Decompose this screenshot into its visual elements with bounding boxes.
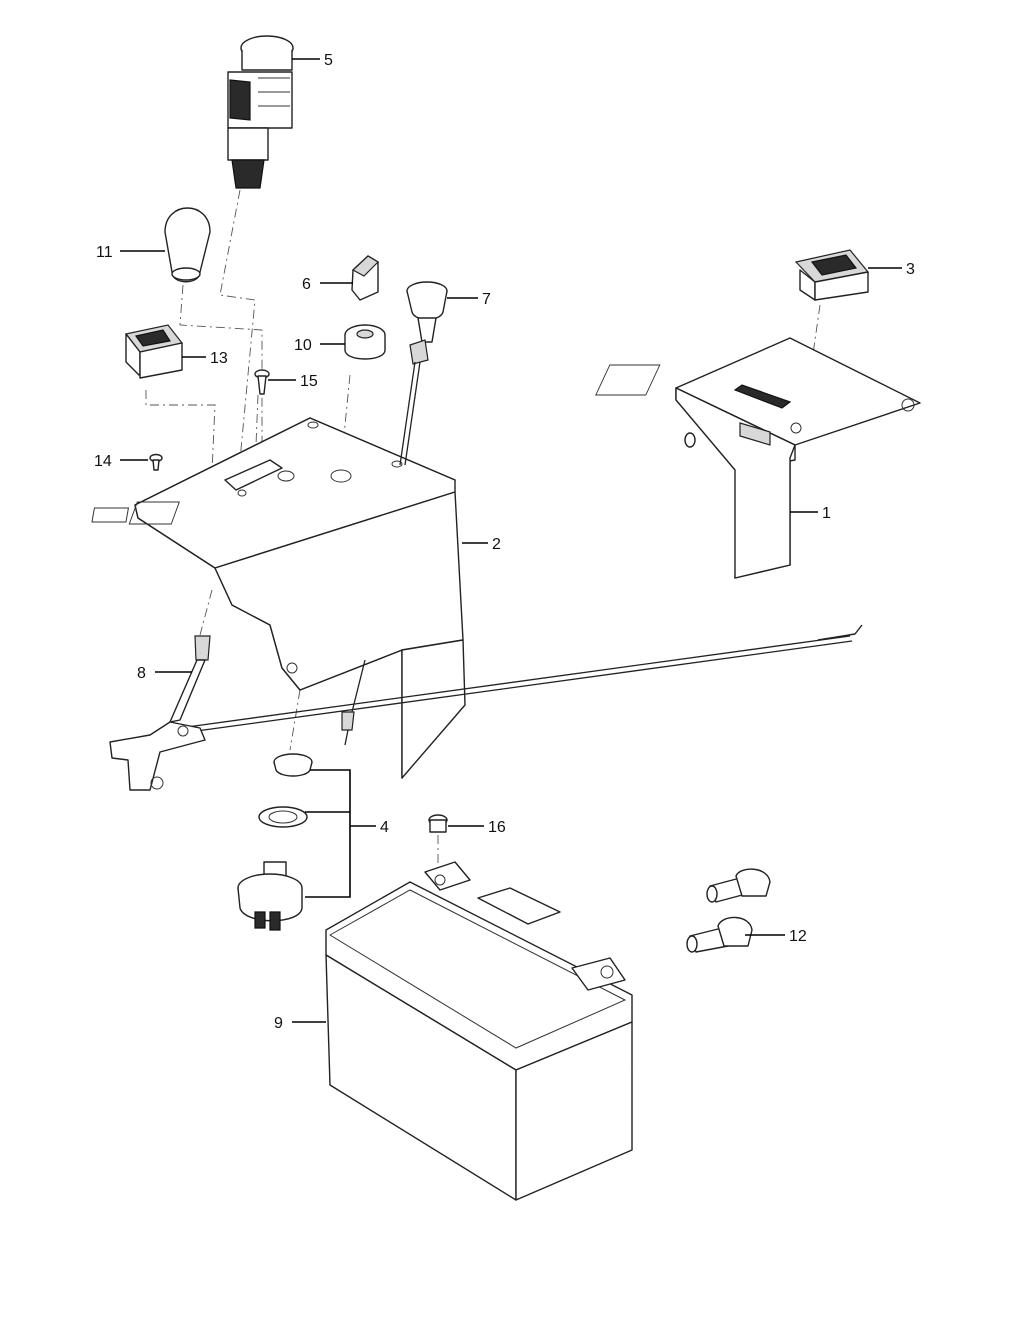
ignition-switch-part-4: [237, 753, 313, 931]
callout-5: 5: [324, 52, 333, 69]
side-bracket: [595, 337, 921, 579]
callout-15: 15: [300, 373, 318, 390]
switch-part-13: [124, 324, 184, 379]
callout-2: 2: [492, 536, 501, 553]
callout-4: 4: [380, 819, 389, 836]
part-4-bracket: [305, 769, 351, 898]
cable-part-7: [399, 281, 448, 466]
screw-part-15: [254, 369, 270, 395]
callout-3: 3: [906, 261, 915, 278]
knob-part-6: [351, 255, 379, 301]
callout-14: 14: [94, 453, 112, 470]
callout-12: 12: [789, 928, 807, 945]
terminal-covers-part-12: [686, 868, 771, 953]
callout-11: 11: [96, 244, 113, 261]
callout-13: 13: [210, 350, 228, 367]
callout-1: 1: [822, 505, 831, 522]
switch-part-5: [227, 35, 294, 189]
battery-part-9: [325, 861, 633, 1201]
control-panel-bracket: [91, 417, 466, 779]
lever-part-8: [109, 635, 211, 791]
leader-lines: [120, 58, 902, 1023]
bolt-part-16: [428, 814, 448, 833]
screw-part-14: [149, 453, 163, 471]
switch-part-3: [794, 249, 870, 301]
callout-10: 10: [294, 337, 312, 354]
callout-8: 8: [137, 665, 146, 682]
grommet-part-10: [344, 324, 386, 360]
callout-6: 6: [302, 276, 311, 293]
callout-9: 9: [274, 1015, 283, 1032]
callout-7: 7: [482, 291, 491, 308]
knob-part-11: [164, 207, 211, 283]
callout-labels: 5 3 7 6 10 11 13 15 14 2 1 8 4 16 12 9: [94, 52, 915, 1032]
throttle-cable: [179, 624, 863, 746]
callout-16: 16: [488, 819, 506, 836]
